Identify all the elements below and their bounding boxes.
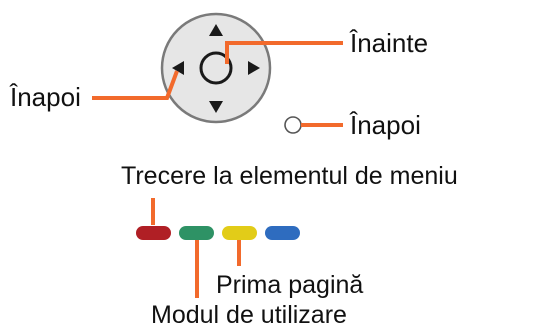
back-button-icon <box>284 116 302 134</box>
arrow-right-icon <box>248 61 260 75</box>
red-button-icon <box>136 226 171 240</box>
arrow-up-icon <box>209 24 223 36</box>
label-back-left: Înapoi <box>10 82 81 112</box>
arrow-left-icon <box>172 61 184 75</box>
label-back-button: Înapoi <box>350 110 421 140</box>
arrow-down-icon <box>209 101 223 113</box>
callout-forward <box>225 41 343 64</box>
label-forward: Înainte <box>350 28 429 58</box>
yellow-button-icon <box>222 226 257 240</box>
green-button-icon <box>179 226 214 240</box>
ok-button-icon <box>199 51 233 85</box>
directional-pad-icon <box>160 12 272 124</box>
label-first-page: Prima pagină <box>216 271 364 299</box>
blue-button-icon <box>265 226 300 240</box>
label-menu-move: Trecere la elementul de meniu <box>121 162 458 190</box>
callout-lines <box>92 41 343 298</box>
color-buttons <box>136 226 300 240</box>
callout-back-left <box>92 70 179 100</box>
label-mode: Modul de utilizare <box>151 301 347 329</box>
